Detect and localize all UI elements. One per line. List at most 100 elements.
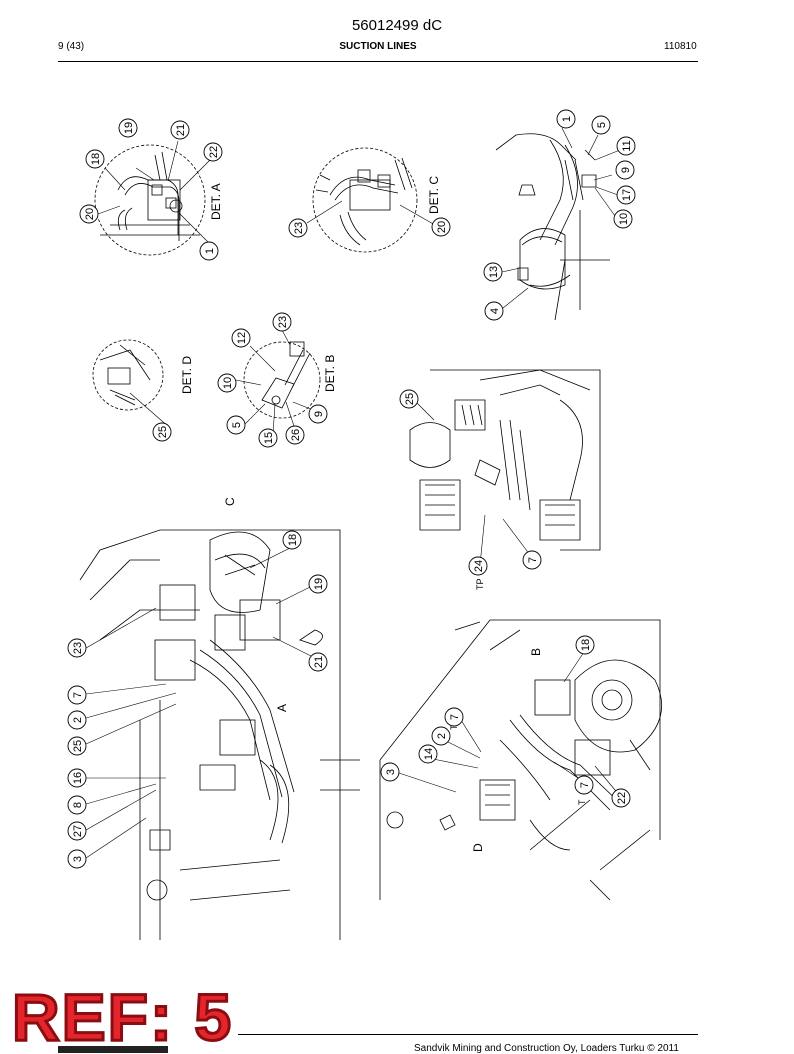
svg-text:22: 22: [208, 146, 220, 158]
svg-text:20: 20: [84, 208, 96, 220]
svg-text:11: 11: [621, 140, 633, 151]
balloon-22-bottom-right: 22: [611, 788, 631, 808]
balloon-21-det-a: 21: [170, 120, 190, 140]
t-label-upper: T: [449, 724, 459, 730]
middle-right-view: [409, 369, 601, 551]
svg-text:24: 24: [473, 560, 485, 572]
detail-a-label: DET. A: [209, 183, 223, 220]
svg-text:23: 23: [72, 642, 84, 654]
svg-text:7: 7: [449, 714, 461, 720]
balloon-2-bottom-right: 2: [431, 726, 451, 746]
balloon-8-bottom-left: 8: [67, 795, 87, 815]
balloon-27-bottom-left: 27: [67, 821, 87, 841]
balloon-20-det-a: 20: [79, 204, 99, 224]
svg-text:15: 15: [263, 432, 275, 444]
svg-text:25: 25: [157, 426, 169, 438]
svg-text:10: 10: [222, 377, 234, 389]
footer-rule: [238, 1034, 698, 1035]
svg-text:13: 13: [488, 266, 500, 278]
svg-text:14: 14: [423, 748, 435, 760]
balloon-3-bottom-right: 3: [380, 762, 400, 782]
svg-text:3: 3: [72, 856, 84, 862]
svg-text:17: 17: [621, 189, 633, 201]
balloon-10-det-b: 10: [217, 373, 237, 393]
svg-text:10: 10: [618, 213, 630, 225]
balloon-17-top-right: 17: [616, 185, 636, 205]
letter-a-label: A: [275, 704, 289, 712]
balloon-7-bottom-right-upper: 7: [444, 707, 464, 727]
detail-d-label: DET. D: [180, 356, 194, 394]
leader-lines: [85, 127, 621, 859]
detail-b-label: DET. B: [323, 355, 337, 392]
balloon-7-middle: 7: [522, 550, 542, 570]
letter-d-label: D: [471, 843, 485, 852]
balloon-19-det-a: 19: [118, 118, 138, 138]
balloon-18-det-a: 18: [85, 149, 105, 169]
balloon-4-top-right: 4: [484, 301, 504, 321]
svg-text:2: 2: [72, 717, 84, 723]
svg-text:22: 22: [616, 792, 628, 804]
balloon-16-bottom-left: 16: [67, 768, 87, 788]
svg-text:18: 18: [580, 639, 592, 651]
svg-text:1: 1: [561, 116, 573, 122]
balloon-18-bottom-left: 18: [282, 530, 302, 550]
balloon-1-top-right: 1: [556, 109, 576, 129]
balloon-7-bottom-left: 7: [67, 685, 87, 705]
svg-text:2: 2: [436, 733, 448, 739]
bottom-right-view: [379, 619, 662, 901]
svg-text:19: 19: [313, 578, 325, 590]
balloon-12-det-b: 12: [231, 328, 251, 348]
detail-a-view: [94, 144, 206, 256]
balloon-3-bottom-left: 3: [67, 849, 87, 869]
balloon-18-bottom-right: 18: [575, 635, 595, 655]
svg-text:25: 25: [72, 740, 84, 752]
letter-c-label: C: [223, 497, 237, 506]
balloon-23-det-c: 23: [288, 218, 308, 238]
svg-text:18: 18: [287, 534, 299, 546]
balloon-1-det-a: 1: [199, 241, 219, 261]
balloon-21-bottom-left: 21: [308, 652, 328, 672]
reference-stamp: REF: 5: [10, 980, 234, 1054]
balloon-9-det-b: 9: [308, 404, 328, 424]
svg-text:23: 23: [277, 316, 289, 328]
balloon-24-middle: 24: [468, 556, 488, 576]
svg-text:5: 5: [596, 122, 608, 128]
balloon-23-det-b: 23: [272, 312, 292, 332]
balloon-10-top-right: 10: [613, 209, 633, 229]
footer-copyright: Sandvik Mining and Construction Oy, Load…: [414, 1043, 679, 1054]
svg-text:25: 25: [404, 393, 416, 405]
balloon-25-det-d: 25: [152, 422, 172, 442]
top-right-view: [495, 133, 610, 321]
svg-text:9: 9: [313, 411, 325, 417]
balloon-25-bottom-left: 25: [67, 736, 87, 756]
detail-d-view: [92, 339, 164, 411]
letter-b-label: B: [529, 648, 543, 656]
svg-text:23: 23: [293, 222, 305, 234]
balloon-5-det-b: 5: [226, 415, 246, 435]
svg-text:18: 18: [90, 153, 102, 165]
detail-c-label: DET. C: [427, 176, 441, 214]
svg-text:4: 4: [489, 308, 501, 314]
balloon-25-middle: 25: [399, 389, 419, 409]
header-rule: [58, 61, 698, 62]
svg-text:7: 7: [72, 692, 84, 698]
balloon-15-det-b: 15: [258, 428, 278, 448]
balloon-14-bottom-right: 14: [418, 744, 438, 764]
page-title: SUCTION LINES: [339, 41, 417, 52]
tp-label: TP: [475, 578, 485, 590]
company-logo: [58, 1046, 168, 1053]
svg-text:7: 7: [527, 557, 539, 563]
svg-text:16: 16: [72, 772, 84, 784]
detail-b-view: [243, 341, 321, 419]
balloon-23-bottom-left: 23: [67, 638, 87, 658]
bottom-left-view: [79, 529, 360, 940]
balloon-7-bottom-right-lower: 7: [574, 775, 594, 795]
balloon-2-bottom-left: 2: [67, 710, 87, 730]
svg-text:12: 12: [236, 332, 248, 344]
balloon-9-top-right: 9: [615, 160, 635, 180]
page-indicator: 9 (43): [58, 41, 85, 52]
svg-text:19: 19: [123, 122, 135, 134]
balloon-19-bottom-left: 19: [308, 574, 328, 594]
svg-text:26: 26: [290, 429, 302, 441]
